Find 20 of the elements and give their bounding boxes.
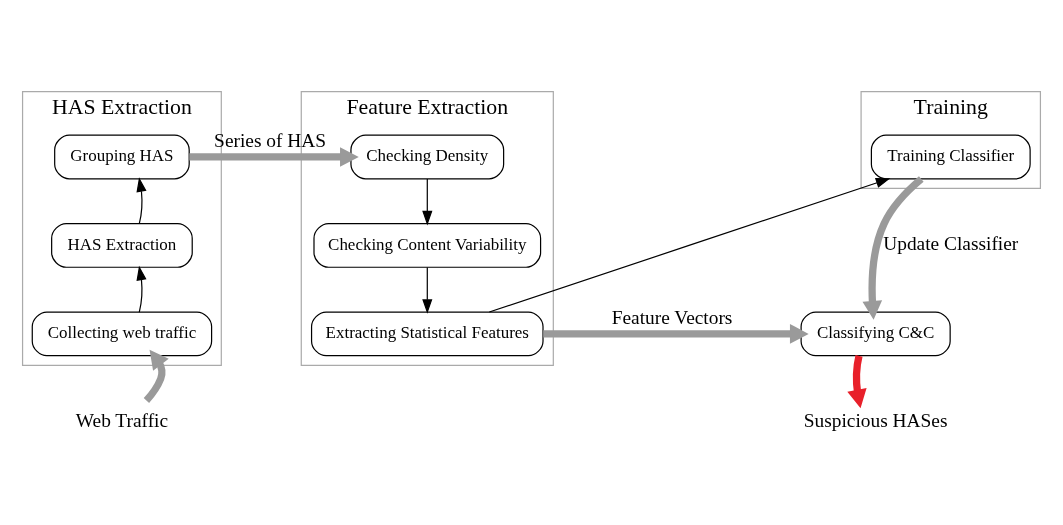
arrow — [488, 177, 891, 313]
node-box: Grouping HAS — [54, 134, 190, 179]
arrow — [136, 176, 147, 224]
node-text: Web Traffic — [75, 409, 169, 431]
node-box: Collecting web traffic — [31, 310, 213, 356]
node-box: HAS Extraction — [51, 222, 193, 268]
edge-label: Feature Vectors — [611, 306, 733, 328]
arrow — [422, 266, 433, 314]
arrow — [143, 349, 169, 403]
node-box: Classifying C&C — [800, 310, 951, 356]
node-text: Suspicious HASes — [803, 409, 948, 431]
node-box: Extracting Statistical Features — [310, 310, 544, 356]
arrow — [422, 177, 433, 225]
node-box: Checking Content Variability — [313, 222, 542, 268]
arrow — [847, 354, 867, 408]
node-box: Checking Density — [350, 134, 505, 179]
node-box: Training Classifier — [870, 134, 1031, 179]
arrow — [136, 265, 147, 313]
edge-label: Update Classifier — [883, 232, 1019, 254]
arrow — [862, 175, 924, 320]
